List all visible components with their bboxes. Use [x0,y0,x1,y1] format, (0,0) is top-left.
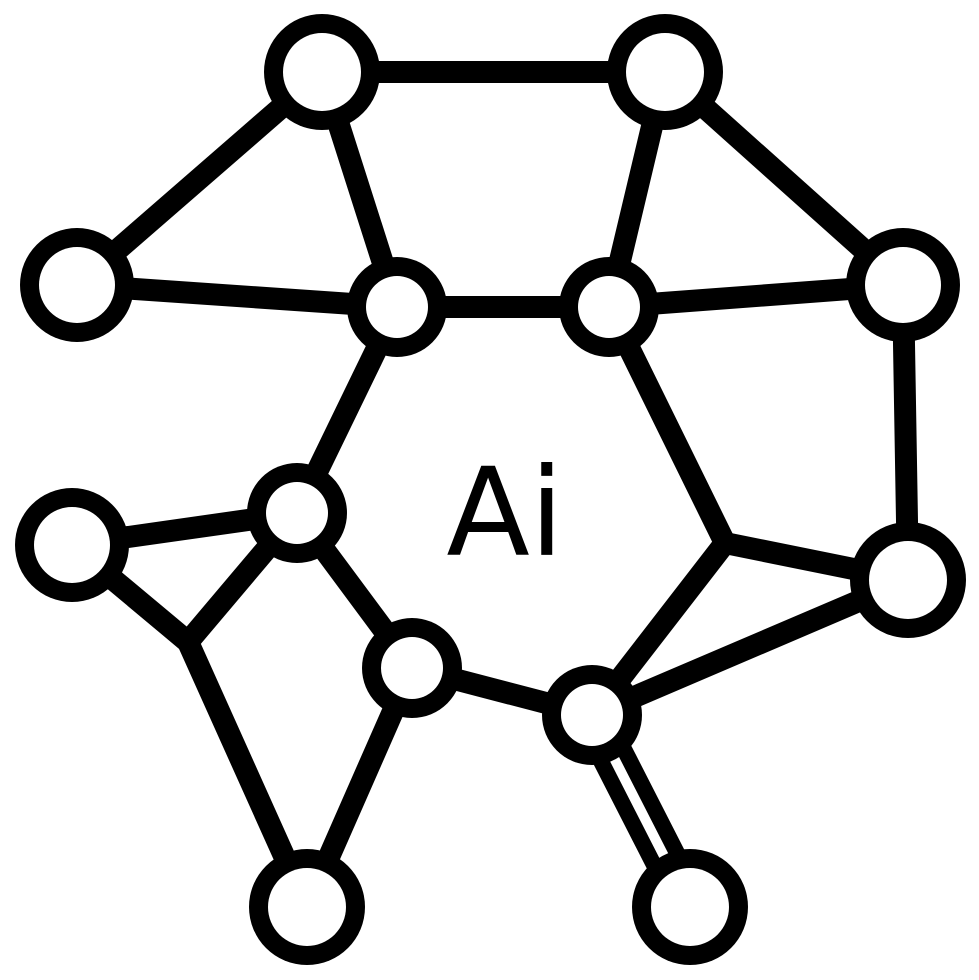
center-label: Ai [446,442,563,584]
node-fill [266,482,328,544]
node-fill [268,868,346,946]
nodes-group [15,14,966,965]
node-rightMid [846,228,960,342]
node-topRight [607,14,723,130]
node-innerL [247,463,347,563]
node-fill [651,868,729,946]
node-fill [869,541,947,619]
node-bottomRight [632,849,748,965]
node-innerTR [559,257,659,357]
node-innerB [362,618,462,718]
node-fill [381,637,443,699]
node-rightLow [850,522,966,638]
node-innerTL [347,257,447,357]
node-fill [578,276,640,338]
node-leftLow [15,488,129,602]
node-fill [865,247,941,323]
node-leftMid [20,228,134,342]
node-fill [34,507,110,583]
node-fill [561,684,623,746]
node-fill [283,33,361,111]
node-fill [626,33,704,111]
node-bottomLeft [249,849,365,965]
node-innerBR [542,665,642,765]
node-fill [366,276,428,338]
node-fill [39,247,115,323]
node-topLeft [264,14,380,130]
